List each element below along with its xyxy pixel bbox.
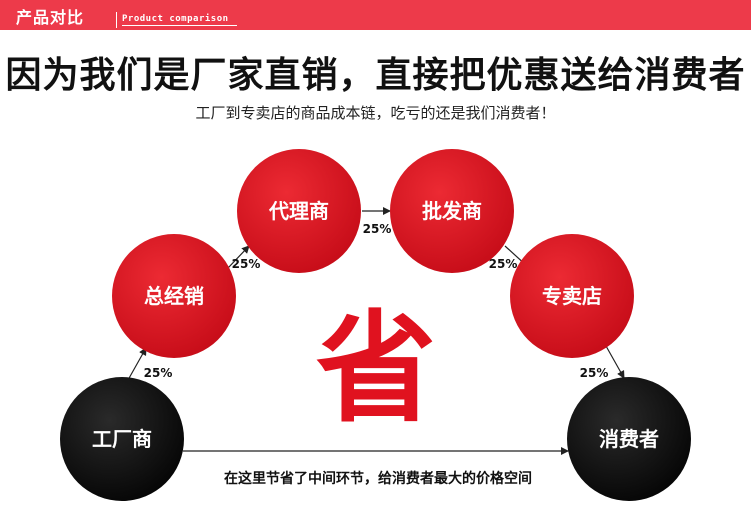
node-consumer: 消费者	[567, 377, 691, 501]
section-title: 产品对比	[16, 8, 85, 27]
markup-label: 25%	[144, 366, 173, 380]
node-factory: 工厂商	[60, 377, 184, 501]
node-label: 代理商	[268, 199, 329, 223]
node-label: 工厂商	[92, 427, 152, 451]
node-label: 消费者	[599, 427, 659, 451]
markup-label: 25%	[363, 222, 392, 236]
markup-label: 25%	[232, 257, 261, 271]
subline: 工厂到专卖店的商品成本链，吃亏的还是我们消费者！	[195, 104, 556, 122]
markup-label: 25%	[580, 366, 609, 380]
node-label: 批发商	[422, 199, 482, 223]
markup-label: 25%	[489, 257, 518, 271]
center-word-save: 省	[316, 300, 436, 439]
arrow-distributor-to-agent	[227, 245, 250, 269]
node-label: 总经销	[144, 284, 204, 308]
arrow-factory-to-distributor	[127, 347, 147, 381]
node-store: 专卖店	[510, 234, 634, 358]
section-header-bar: 产品对比 Product comparison	[0, 0, 751, 30]
node-label: 专卖店	[542, 284, 602, 308]
node-agent: 代理商	[237, 149, 361, 273]
node-distributor: 总经销	[112, 234, 236, 358]
arrow-store-to-consumer	[605, 345, 625, 379]
bottom-note: 在这里节省了中间环节，给消费者最大的价格空间	[224, 470, 532, 487]
headline: 因为我们是厂家直销，直接把优惠送给消费者	[5, 55, 746, 96]
node-wholesaler: 批发商	[390, 149, 514, 273]
section-subtitle: Product comparison	[122, 14, 237, 26]
header-divider	[116, 12, 117, 28]
